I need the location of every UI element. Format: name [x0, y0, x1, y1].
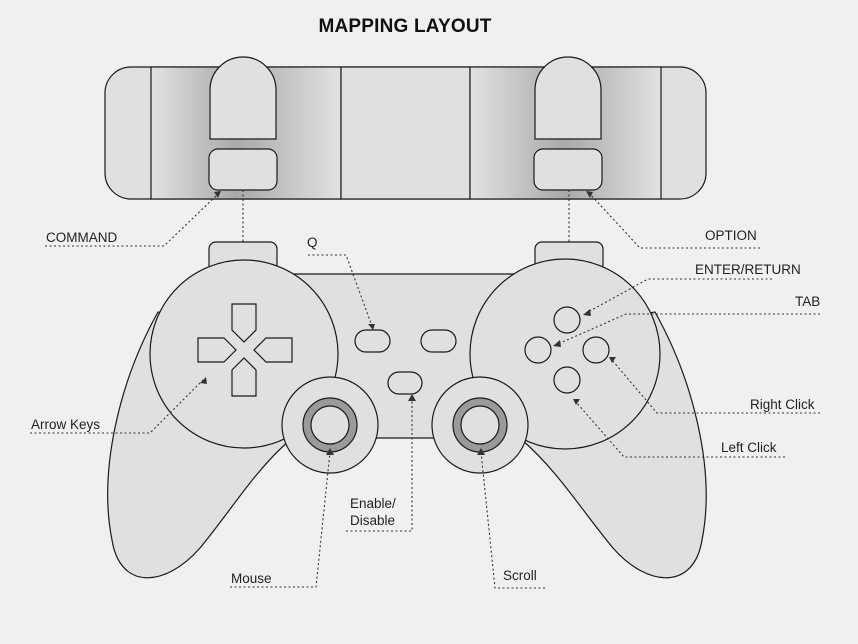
label-enable: Enable/ — [350, 496, 396, 511]
label-mouse: Mouse — [231, 571, 272, 586]
right-bumper — [533, 148, 603, 191]
face-button-bottom — [553, 366, 581, 394]
label-command: COMMAND — [46, 230, 118, 245]
label-option: OPTION — [705, 228, 757, 243]
home-button — [387, 371, 423, 395]
select-button — [354, 329, 391, 353]
label-disable: Disable — [350, 513, 396, 528]
dpad — [197, 303, 293, 397]
dpad-right — [253, 337, 293, 363]
right-stick — [431, 376, 529, 474]
label-arrow-keys: Arrow Keys — [31, 417, 101, 432]
leader-tab — [557, 313, 820, 345]
label-right-click: Right Click — [750, 397, 815, 412]
dpad-left — [197, 337, 237, 363]
label-scroll: Scroll — [503, 568, 537, 583]
label-enter-return: ENTER/RETURN — [695, 262, 801, 277]
left-bumper — [208, 148, 278, 191]
dpad-down — [231, 357, 257, 397]
leader-enable — [346, 398, 413, 532]
start-button — [420, 329, 457, 353]
leader-lines — [30, 190, 820, 589]
page-title: MAPPING LAYOUT — [318, 16, 492, 37]
face-button-top — [553, 306, 581, 334]
leader-mouse — [230, 451, 331, 588]
face-buttons — [524, 306, 610, 394]
leader-q — [308, 254, 373, 327]
leader-command — [45, 193, 219, 247]
dpad-up — [231, 303, 257, 343]
label-q: Q — [307, 235, 318, 250]
leader-right-click — [611, 359, 820, 414]
left-stick — [281, 376, 379, 474]
leader-scroll — [480, 451, 545, 589]
right-trigger — [534, 56, 602, 140]
leader-enter — [587, 278, 772, 313]
leader-arrowheads — [200, 191, 616, 455]
face-button-right — [582, 336, 610, 364]
label-tab: TAB — [795, 294, 821, 309]
shoulder-view — [104, 56, 707, 200]
label-left-click: Left Click — [721, 440, 777, 455]
face-button-left — [524, 336, 552, 364]
left-trigger — [209, 56, 277, 140]
controller-body — [107, 241, 707, 579]
